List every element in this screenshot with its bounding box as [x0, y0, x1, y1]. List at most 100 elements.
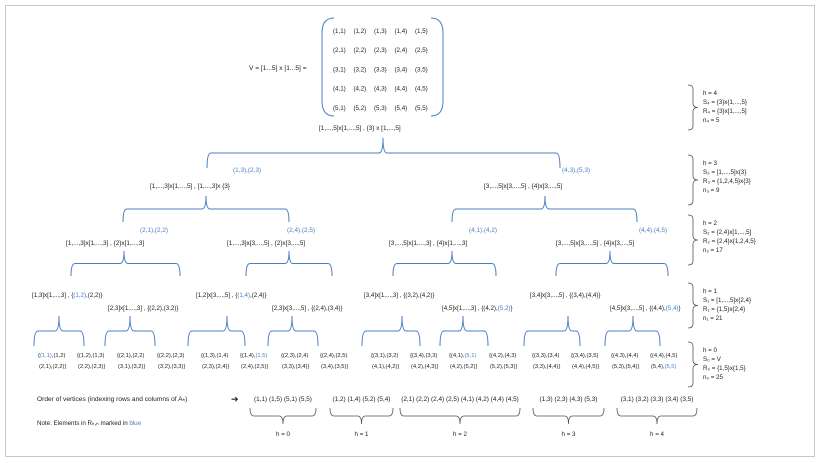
level2-node: [1,...,3]x[3,...,5] , {2}x[3,...,5]	[227, 240, 305, 247]
matrix-cell: (1,3)	[374, 28, 387, 35]
order-group-brace	[532, 407, 605, 425]
matrix-cell: (5,2)	[354, 105, 367, 112]
level1-node: [2,3]x[1,...,3] , {(2,2),(3,2)}	[108, 305, 179, 312]
order-group-brace	[249, 407, 317, 425]
root-node: [1,...,5]x[1,...,5] , {3} x [1,...,5]	[319, 125, 401, 132]
matrix-cell: (5,1)	[333, 105, 346, 112]
side-height-label: h = 4	[703, 90, 717, 97]
order-group: (3,1) (3,2) (3,3) (3,4) (3,5)	[621, 396, 694, 403]
order-group-brace	[399, 407, 521, 425]
leaf-line-1: {(1,3),(1,4)	[201, 353, 228, 359]
side-s-set: S₂ = {2,4}x[1,...,5]	[703, 229, 752, 236]
matrix-cell: (3,2)	[354, 66, 367, 73]
brace-level-0	[187, 315, 246, 347]
leaf-line-1: {(4,1),(5,1)	[449, 353, 476, 359]
side-brace	[687, 84, 699, 131]
side-n-count: n₁ = 21	[703, 315, 723, 322]
matrix-cell: (3,1)	[333, 66, 346, 73]
leaf-line-2: (4,4),(4,5)}	[572, 364, 599, 370]
level1-node: [2,3]x[3,...,5] , {(2,4),(3,4)}	[272, 305, 343, 312]
matrix-cell: (3,4)	[395, 66, 408, 73]
matrix-cell: (2,4)	[395, 47, 408, 54]
level2-node-blue: (2,4),(2,5)	[287, 227, 315, 234]
leaf-line-1: {(1,1),(1,2)	[38, 353, 65, 359]
leaf-line-1: {(4,4),(4,5)	[650, 353, 677, 359]
leaf-line-1: {(2,2),(2,3)	[157, 353, 184, 359]
leaf-line-2: (2,4),(2,5)}	[241, 364, 268, 370]
side-s-set: S₄ = {3}x{1,...,5}	[703, 99, 747, 106]
side-height-label: h = 3	[703, 160, 717, 167]
brace-level-1	[392, 250, 497, 277]
order-group-brace	[616, 407, 698, 425]
order-group: (1,3) (2,3) (4,3) (5,3)	[540, 396, 598, 403]
matrix-cell: (5,4)	[395, 105, 408, 112]
side-brace	[687, 154, 699, 206]
matrix-cell: (2,3)	[374, 47, 387, 54]
matrix-cell: (5,3)	[374, 105, 387, 112]
brace-level-2-right	[451, 195, 638, 223]
figure-frame	[5, 5, 815, 457]
matrix-right-bracket	[430, 17, 444, 117]
matrix-cell: (2,5)	[415, 47, 428, 54]
side-n-count: n₄ = 5	[703, 117, 720, 124]
matrix-cell: (4,5)	[415, 86, 428, 93]
side-brace	[687, 214, 699, 266]
matrix-label: V = [1...5] x [1...5] =	[249, 65, 307, 72]
matrix-cell: (1,4)	[395, 28, 408, 35]
level1-node: [4,5]x[3,...,5] , {(4,4),(5,4)}	[610, 305, 681, 312]
order-group-height: h = 3	[562, 431, 576, 438]
level2-node-blue: (4,1),(4,2)	[469, 227, 497, 234]
brace-level-0	[267, 315, 319, 347]
matrix-cell: (1,2)	[354, 28, 367, 35]
matrix-cell: (2,2)	[354, 47, 367, 54]
leaf-line-2: (4,2),(5,2)}	[450, 364, 477, 370]
matrix-cell: (1,1)	[333, 28, 346, 35]
level2-node: [1,...,3]x[1,...,3] , {2}x[1,...,3]	[66, 240, 144, 247]
side-r-set: R₂ = {2,4}x{1,2,4,5}	[703, 238, 756, 245]
side-n-count: n₀ = 25	[703, 374, 724, 381]
side-brace	[687, 341, 699, 388]
matrix-cell: (3,5)	[415, 66, 428, 73]
brace-level-0	[604, 315, 661, 347]
leaf-line-1: {(3,4),(3,5)	[571, 353, 598, 359]
matrix-cell: (4,3)	[374, 86, 387, 93]
side-s-set: S₃ = [1,...,5]x{3}	[703, 169, 746, 176]
matrix-left-bracket	[321, 17, 335, 117]
leaf-line-2: (3,4),(3,5)}	[321, 364, 348, 370]
matrix-cell: (4,1)	[333, 86, 346, 93]
leaf-line-1: {(1,2),(1,3)	[77, 353, 104, 359]
order-group-height: h = 4	[650, 431, 664, 438]
leaf-line-2: (5,4),(5,5)	[651, 364, 677, 370]
level2-node: [3,...,5]x[1,...,3] , {4}x[1,...,3]	[389, 240, 467, 247]
level1-node: [1,3]x[1,...,3] , {(1,2),(2,2)}	[32, 292, 103, 299]
leaf-line-2: (2,1),(2,2)}	[39, 364, 66, 370]
brace-level-1	[70, 250, 181, 277]
brace-level-0	[104, 315, 156, 347]
brace-level-2-left	[122, 195, 290, 223]
side-s-set: S₀ = V	[703, 356, 722, 363]
level1-node: [3,4]x[3,...,5] , {(3,4),(4,4)}	[530, 292, 601, 299]
order-group: (1,1) (1,5) (5,1) (5,5)	[254, 396, 312, 403]
matrix-cell: (3,3)	[374, 66, 387, 73]
leaf-line-1: {(4,3),(4,4)	[611, 353, 638, 359]
brace-level-0	[523, 315, 581, 347]
leaf-line-1: {(3,4),(3,3)	[410, 353, 437, 359]
leaf-line-1: {(2,4),(2,5)	[320, 353, 347, 359]
level2-node-blue: (2,1),(2,2)	[140, 227, 168, 234]
level2-node-blue: (4,4),(4,5)	[639, 227, 667, 234]
side-r-set: R₀ = {1,5}x{1,5}	[703, 365, 746, 372]
matrix-cell: (5,5)	[415, 105, 428, 112]
side-brace	[687, 282, 699, 329]
leaf-line-2: (2,3),(2,4)}	[202, 364, 229, 370]
side-height-label: h = 1	[703, 288, 717, 295]
brace-level-0	[439, 315, 489, 347]
level1-node: [3,4]x[1,...,3] , {(3,2),(4,2)}	[364, 292, 435, 299]
leaf-line-2: (5,2),(5,3)}	[490, 364, 517, 370]
order-group: (1,2) (1,4) (5,2) (5,4)	[333, 396, 391, 403]
matrix-cell: (4,2)	[354, 86, 367, 93]
leaf-line-1: {(2,1),(2,2)	[117, 353, 144, 359]
leaf-line-2: (4,1),(4,2)}	[372, 364, 399, 370]
order-label: Order of vertices (indexing rows and col…	[37, 396, 187, 403]
brace-level-3	[206, 137, 561, 169]
brace-level-1	[245, 250, 333, 277]
